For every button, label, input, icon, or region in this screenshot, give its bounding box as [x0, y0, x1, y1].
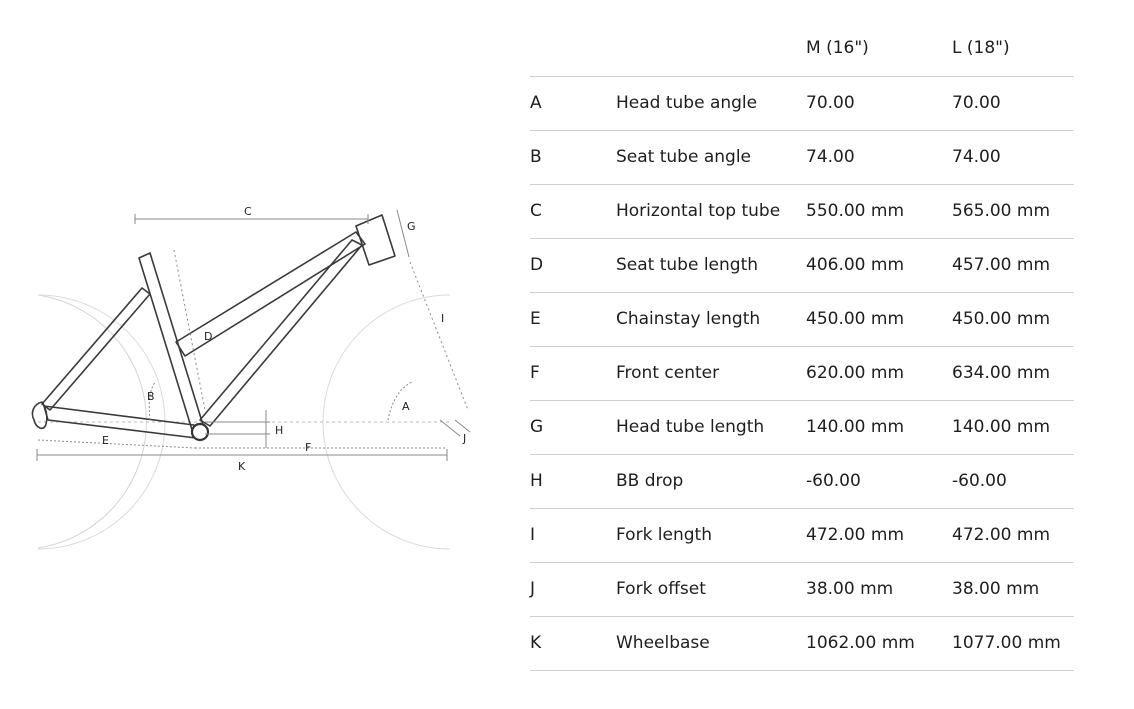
diagram-label-a: A [402, 400, 410, 413]
row-letter: K [530, 633, 542, 653]
row-letter: G [530, 417, 544, 437]
table-row: I Fork length 472.00 mm 472.00 mm [530, 509, 1074, 563]
row-value-m: 450.00 mm [806, 309, 905, 329]
row-letter: H [530, 471, 543, 491]
row-value-l: 565.00 mm [952, 201, 1051, 221]
row-value-m: 38.00 mm [806, 579, 894, 599]
row-name: Fork length [616, 525, 712, 545]
row-name: Seat tube length [616, 255, 759, 275]
row-value-m: 74.00 [806, 147, 855, 167]
bottom-bracket [190, 422, 210, 442]
diagram-label-j: J [462, 432, 466, 445]
diagram-label-b: B [147, 390, 155, 403]
row-value-l: 38.00 mm [952, 579, 1040, 599]
row-value-l: 634.00 mm [952, 363, 1051, 383]
table-row: H BB drop -60.00 -60.00 [530, 455, 1074, 509]
table-row: B Seat tube angle 74.00 74.00 [530, 131, 1074, 185]
row-value-m: -60.00 [806, 471, 861, 491]
row-letter: I [530, 525, 536, 545]
row-value-l: 70.00 [952, 93, 1001, 113]
row-letter: B [530, 147, 542, 167]
diagram-label-h: H [275, 424, 283, 437]
diagram-label-f: F [305, 441, 311, 454]
row-name: Chainstay length [616, 309, 761, 329]
row-value-l: 450.00 mm [952, 309, 1051, 329]
table-row: E Chainstay length 450.00 mm 450.00 mm [530, 293, 1074, 347]
table-row: D Seat tube length 406.00 mm 457.00 mm [530, 239, 1074, 293]
row-value-m: 550.00 mm [806, 201, 905, 221]
bike-frame [31, 214, 396, 439]
row-letter: J [530, 579, 536, 599]
row-name: Head tube length [616, 417, 765, 437]
diagram-label-c: C [244, 205, 252, 218]
row-name: BB drop [616, 471, 684, 491]
diagram-label-k: K [238, 460, 246, 473]
row-letter: F [530, 363, 540, 383]
table-row: F Front center 620.00 mm 634.00 mm [530, 347, 1074, 401]
row-value-m: 406.00 mm [806, 255, 905, 275]
table-row: J Fork offset 38.00 mm 38.00 mm [530, 563, 1074, 617]
row-value-m: 620.00 mm [806, 363, 905, 383]
table-header: M (16") L (18") [530, 20, 1074, 77]
column-header-l: L (18") [952, 38, 1010, 58]
row-value-l: 140.00 mm [952, 417, 1051, 437]
column-header-m: M (16") [806, 38, 869, 58]
row-value-l: 472.00 mm [952, 525, 1051, 545]
row-value-m: 70.00 [806, 93, 855, 113]
diagram-label-d: D [204, 330, 212, 343]
row-value-m: 472.00 mm [806, 525, 905, 545]
row-letter: E [530, 309, 541, 329]
diagram-label-i: I [441, 312, 444, 325]
table-row: A Head tube angle 70.00 70.00 [530, 77, 1074, 131]
row-name: Horizontal top tube [616, 201, 781, 221]
row-value-l: -60.00 [952, 471, 1007, 491]
geometry-table: M (16") L (18") A Head tube angle 70.00 70.… [530, 20, 1074, 671]
table-row: C Horizontal top tube 550.00 mm 565.00 mm [530, 185, 1074, 239]
row-name: Seat tube angle [616, 147, 751, 167]
row-letter: A [530, 93, 542, 113]
row-name: Head tube angle [616, 93, 758, 113]
bike-geometry-diagram: C G D I B A H J E F K [31, 205, 471, 550]
diagram-label-g: G [407, 220, 416, 233]
row-value-m: 1062.00 mm [806, 633, 915, 653]
row-name: Wheelbase [616, 633, 710, 653]
row-value-m: 140.00 mm [806, 417, 905, 437]
row-value-l: 457.00 mm [952, 255, 1051, 275]
diagram-label-e: E [102, 434, 109, 447]
row-name: Front center [616, 363, 720, 383]
row-letter: D [530, 255, 544, 275]
table-row: G Head tube length 140.00 mm 140.00 mm [530, 401, 1074, 455]
row-value-l: 74.00 [952, 147, 1001, 167]
table-row: K Wheelbase 1062.00 mm 1077.00 mm [530, 617, 1074, 671]
row-value-l: 1077.00 mm [952, 633, 1061, 653]
row-letter: C [530, 201, 542, 221]
row-name: Fork offset [616, 579, 706, 599]
dimension-lines [36, 209, 471, 461]
